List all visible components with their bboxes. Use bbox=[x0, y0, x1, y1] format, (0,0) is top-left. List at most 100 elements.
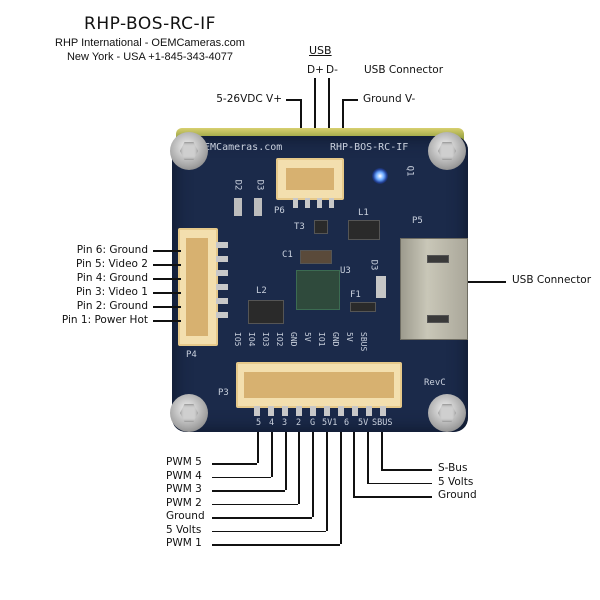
header-pin-label-bottom: 5V1 bbox=[322, 418, 338, 428]
p6-pin bbox=[293, 198, 298, 208]
silk-p4: P4 bbox=[186, 350, 197, 360]
d-plus-label: D+ bbox=[307, 64, 324, 76]
p3-pin bbox=[268, 406, 274, 416]
header-pin-label-top: IO2 bbox=[275, 332, 284, 347]
leader-p3-h bbox=[212, 476, 271, 478]
header-pin-label-bottom: SBUS bbox=[372, 418, 393, 428]
mounting-screw-bottom-left bbox=[170, 394, 208, 432]
header-pin-label-bottom: 3 bbox=[282, 418, 288, 428]
header-pin-label-bottom: G bbox=[310, 418, 316, 428]
p4-pin bbox=[216, 242, 228, 248]
silk-f1: F1 bbox=[350, 290, 361, 300]
transistor-t3 bbox=[314, 220, 328, 234]
location-line: New York - USA +1-845-343-4077 bbox=[66, 51, 234, 63]
leader-p4-pin bbox=[153, 278, 181, 280]
silk-q1: Q1 bbox=[404, 165, 415, 177]
silk-model: RHP-BOS-RC-IF bbox=[330, 142, 409, 153]
p4-pin-label: Pin 1: Power Hot bbox=[61, 314, 148, 326]
header-pin-label-bottom: 6 bbox=[344, 418, 350, 428]
p3-connector bbox=[236, 362, 402, 408]
silk-l1: L1 bbox=[358, 208, 369, 218]
p4-pin bbox=[216, 312, 228, 318]
silk-u3: U3 bbox=[340, 266, 351, 276]
status-led bbox=[372, 168, 388, 184]
p4-pin-label: Pin 3: Video 1 bbox=[75, 286, 148, 298]
leader-p3r-h bbox=[353, 496, 432, 498]
p3-pin bbox=[282, 406, 288, 416]
leader-power-v bbox=[300, 99, 302, 131]
header-pin-label-top: GND bbox=[289, 332, 298, 347]
silk-p5: P5 bbox=[412, 216, 423, 226]
p6-pin bbox=[317, 198, 322, 208]
product-title: RHP-BOS-RC-IF bbox=[84, 14, 216, 34]
leader-p4-pin bbox=[153, 306, 181, 308]
header-pin-label-top: IO5 bbox=[233, 332, 242, 347]
leader-p3r-h bbox=[367, 482, 432, 484]
usb-connector-right-label: USB Connector bbox=[512, 274, 592, 286]
d-minus-label: D- bbox=[326, 64, 338, 76]
p3-pin bbox=[296, 406, 302, 416]
fuse-f1 bbox=[350, 302, 376, 312]
p3-pwm-label: PWM 3 bbox=[166, 483, 202, 495]
diode-d3 bbox=[254, 198, 262, 216]
p3-pin bbox=[324, 406, 330, 416]
leader-p3-v bbox=[285, 432, 287, 490]
mounting-screw-bottom-right bbox=[428, 394, 466, 432]
leader-ground-v bbox=[342, 99, 344, 131]
p4-pin bbox=[216, 284, 228, 290]
p6-pin bbox=[305, 198, 310, 208]
p3-right-label: 5 Volts bbox=[438, 475, 474, 488]
leader-p4-pin bbox=[153, 320, 181, 322]
silk-p6: P6 bbox=[274, 206, 285, 216]
leader-d-minus bbox=[328, 78, 330, 131]
p3-pin bbox=[338, 406, 344, 416]
silk-d2: D2 bbox=[232, 179, 243, 191]
silk-revision: RevC bbox=[424, 378, 446, 388]
header-pin-label-top: SBUS bbox=[359, 332, 368, 352]
leader-p3-h bbox=[212, 530, 326, 532]
silk-t3: T3 bbox=[294, 222, 305, 232]
usb-connector-top-label: USB Connector bbox=[364, 64, 444, 76]
leader-d-plus bbox=[314, 78, 316, 131]
p4-pin-label: Pin 5: Video 2 bbox=[75, 258, 148, 270]
leader-p4-pin bbox=[153, 250, 181, 252]
p3-pwm-label: PWM 5 bbox=[166, 456, 202, 468]
p3-pin bbox=[310, 406, 316, 416]
mounting-screw-top-left bbox=[170, 132, 208, 170]
leader-p3r-h bbox=[381, 469, 432, 471]
leader-p3r-v bbox=[353, 432, 355, 496]
capacitor-c1 bbox=[300, 250, 332, 264]
p3-right-label: Ground bbox=[438, 489, 477, 501]
p3-pin bbox=[380, 406, 386, 416]
p3-right-label: S-Bus bbox=[438, 462, 468, 474]
leader-p4-pin bbox=[153, 264, 181, 266]
p3-pin bbox=[366, 406, 372, 416]
leader-power bbox=[286, 99, 300, 101]
p3-pwm-label: 5 Volts bbox=[166, 523, 202, 536]
p4-pin-label: Pin 2: Ground bbox=[76, 300, 148, 312]
silk-d3b: D3 bbox=[368, 259, 379, 271]
header-pin-label-top: GND bbox=[331, 332, 340, 347]
p4-pin bbox=[216, 298, 228, 304]
leader-p3r-v bbox=[367, 432, 369, 483]
p3-pin bbox=[352, 406, 358, 416]
pcb-board: OEMCameras.com RHP-BOS-RC-IF RevC D2 D3 … bbox=[172, 136, 468, 432]
leader-p3-v bbox=[271, 432, 273, 477]
leader-usb-right bbox=[468, 281, 506, 283]
silk-d3: D3 bbox=[254, 179, 265, 191]
p3-pwm-label: PWM 1 bbox=[166, 537, 202, 549]
p4-pin bbox=[216, 270, 228, 276]
leader-ground-h bbox=[342, 99, 358, 101]
header-pin-label-top: IO4 bbox=[247, 332, 256, 347]
regulator-u3 bbox=[296, 270, 340, 310]
p4-pin-label: Pin 6: Ground bbox=[76, 244, 148, 256]
inductor-l2 bbox=[248, 300, 284, 324]
leader-p3-v bbox=[298, 432, 300, 504]
leader-p3-v bbox=[326, 432, 328, 531]
leader-p3-v bbox=[340, 432, 342, 544]
power-in-label: 5-26VDC V+ bbox=[216, 93, 282, 105]
p6-pin bbox=[329, 198, 334, 208]
leader-p3-h bbox=[212, 503, 298, 505]
leader-p3-h bbox=[212, 517, 312, 519]
header-pin-label-bottom: 5V bbox=[358, 418, 369, 428]
